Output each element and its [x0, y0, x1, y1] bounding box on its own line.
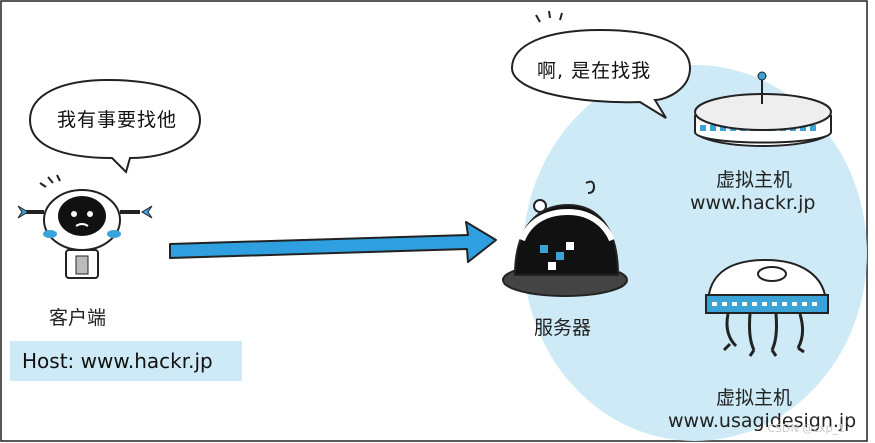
virtual-host-2-icon: [705, 258, 829, 357]
virtual-host-1-label: 虚拟主机: [716, 169, 793, 191]
virtual-host-2-domain: www.usagidesign.jp: [668, 410, 857, 432]
virtual-host-1-domain: www.hackr.jp: [690, 192, 816, 214]
watermark: CSDN @zxp_1: [767, 422, 845, 435]
client-speech-text: 我有事要找他: [57, 109, 178, 131]
virtual-host-1-icon: [694, 71, 832, 147]
client-speech-bubble: [28, 78, 202, 174]
virtual-host-2-label: 虚拟主机: [716, 387, 793, 409]
request-arrow: [169, 221, 497, 263]
server-label: 服务器: [534, 317, 592, 339]
server-speech-bubble: [510, 10, 692, 119]
server-area-circle: [523, 65, 867, 441]
host-header-box: [10, 341, 242, 381]
host-header-text: Host: www.hackr.jp: [22, 349, 213, 373]
server-robot-icon: [502, 180, 628, 297]
client-label: 客户端: [49, 307, 107, 329]
client-robot-icon: [17, 174, 153, 279]
server-speech-text: 啊, 是在找我: [537, 60, 652, 82]
